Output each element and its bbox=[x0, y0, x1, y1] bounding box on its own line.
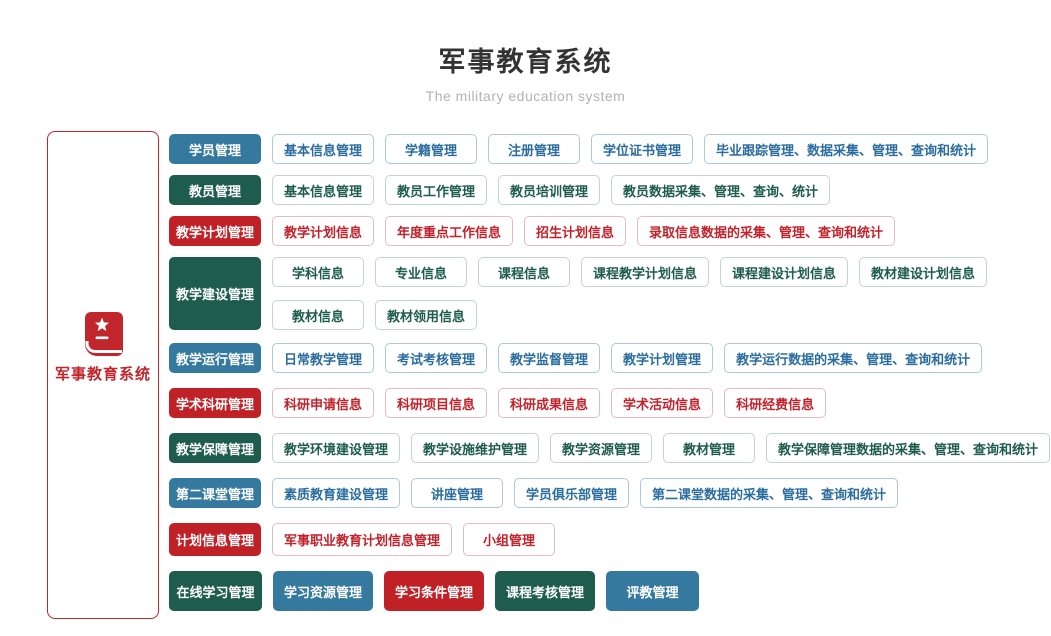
sub-item-button[interactable]: 科研项目信息 bbox=[385, 388, 488, 418]
sub-item-button[interactable]: 教学监督管理 bbox=[498, 343, 601, 373]
sub-item-button[interactable]: 教员培训管理 bbox=[498, 175, 601, 205]
category-button[interactable]: 学员管理 bbox=[169, 134, 261, 164]
sub-item-button[interactable]: 教材信息 bbox=[272, 300, 364, 330]
sub-item-line: 军事职业教育计划信息管理小组管理 bbox=[272, 523, 556, 556]
sub-item-button[interactable]: 教学环境建设管理 bbox=[272, 433, 401, 463]
sub-item-button[interactable]: 课程信息 bbox=[478, 257, 570, 287]
sub-item-button[interactable]: 学科信息 bbox=[272, 257, 364, 287]
sub-item-button[interactable]: 教学计划信息 bbox=[272, 216, 375, 246]
sub-item-button[interactable]: 军事职业教育计划信息管理 bbox=[272, 523, 453, 556]
sub-item-button[interactable]: 教材领用信息 bbox=[375, 300, 478, 330]
category-button[interactable]: 计划信息管理 bbox=[169, 523, 261, 556]
sub-item-button[interactable]: 课程教学计划信息 bbox=[581, 257, 710, 287]
sub-item-lines: 军事职业教育计划信息管理小组管理 bbox=[272, 523, 556, 556]
category-button[interactable]: 教学建设管理 bbox=[169, 257, 261, 330]
sub-item-lines: 素质教育建设管理讲座管理学员俱乐部管理第二课堂数据的采集、管理、查询和统计 bbox=[272, 478, 899, 508]
sub-item-button[interactable]: 教学设施维护管理 bbox=[411, 433, 540, 463]
sub-item-button[interactable]: 教员数据采集、管理、查询、统计 bbox=[611, 175, 831, 205]
root-system-content: 军事教育系统 bbox=[55, 311, 151, 384]
book-star-icon bbox=[81, 311, 125, 357]
module-row-10: 在线学习管理学习资源管理学习条件管理课程考核管理评教管理 bbox=[169, 571, 1050, 611]
sub-item-button[interactable]: 教学计划管理 bbox=[611, 343, 714, 373]
sub-item-line: 日常教学管理考试考核管理教学监督管理教学计划管理教学运行数据的采集、管理、查询和… bbox=[272, 343, 983, 373]
page-title: 军事教育系统 bbox=[438, 47, 613, 77]
sub-item-button[interactable]: 评教管理 bbox=[606, 571, 700, 611]
module-row-1: 学员管理基本信息管理学籍管理注册管理学位证书管理毕业跟踪管理、数据采集、管理、查… bbox=[169, 134, 1050, 164]
sub-item-button[interactable]: 科研成果信息 bbox=[498, 388, 601, 418]
module-row-2: 教员管理基本信息管理教员工作管理教员培训管理教员数据采集、管理、查询、统计 bbox=[169, 175, 1050, 205]
sub-item-button[interactable]: 教学运行数据的采集、管理、查询和统计 bbox=[724, 343, 983, 373]
sub-item-line: 学习资源管理学习条件管理课程考核管理评教管理 bbox=[273, 571, 700, 611]
sub-item-line: 素质教育建设管理讲座管理学员俱乐部管理第二课堂数据的采集、管理、查询和统计 bbox=[272, 478, 899, 508]
root-system-label: 军事教育系统 bbox=[54, 365, 151, 383]
category-button[interactable]: 在线学习管理 bbox=[169, 571, 262, 611]
module-rows: 学员管理基本信息管理学籍管理注册管理学位证书管理毕业跟踪管理、数据采集、管理、查… bbox=[169, 131, 1051, 626]
sub-item-button[interactable]: 基本信息管理 bbox=[272, 175, 375, 205]
category-button[interactable]: 第二课堂管理 bbox=[169, 478, 261, 508]
sub-item-button[interactable]: 科研申请信息 bbox=[272, 388, 375, 418]
category-button[interactable]: 教学保障管理 bbox=[169, 433, 261, 463]
sub-item-button[interactable]: 教材建设计划信息 bbox=[859, 257, 988, 287]
sub-item-button[interactable]: 专业信息 bbox=[375, 257, 467, 287]
sub-item-button[interactable]: 讲座管理 bbox=[411, 478, 504, 508]
sub-item-button[interactable]: 教员工作管理 bbox=[385, 175, 488, 205]
sub-item-button[interactable]: 课程建设计划信息 bbox=[720, 257, 849, 287]
sub-item-lines: 基本信息管理学籍管理注册管理学位证书管理毕业跟踪管理、数据采集、管理、查询和统计 bbox=[272, 134, 989, 164]
sub-item-button[interactable]: 毕业跟踪管理、数据采集、管理、查询和统计 bbox=[704, 134, 989, 164]
sub-item-button[interactable]: 小组管理 bbox=[463, 523, 556, 556]
sub-item-line: 科研申请信息科研项目信息科研成果信息学术活动信息科研经费信息 bbox=[272, 388, 827, 418]
sub-item-lines: 日常教学管理考试考核管理教学监督管理教学计划管理教学运行数据的采集、管理、查询和… bbox=[272, 343, 983, 373]
page-subtitle: The military education system bbox=[425, 88, 626, 104]
module-row-5: 教学运行管理日常教学管理考试考核管理教学监督管理教学计划管理教学运行数据的采集、… bbox=[169, 343, 1050, 373]
module-row-6: 学术科研管理科研申请信息科研项目信息科研成果信息学术活动信息科研经费信息 bbox=[169, 388, 1050, 418]
sub-item-lines: 学习资源管理学习条件管理课程考核管理评教管理 bbox=[273, 571, 700, 611]
sub-item-button[interactable]: 注册管理 bbox=[488, 134, 581, 164]
module-row-4: 教学建设管理学科信息专业信息课程信息课程教学计划信息课程建设计划信息教材建设计划… bbox=[169, 257, 1050, 330]
sub-item-line: 教学环境建设管理教学设施维护管理教学资源管理教材管理教学保障管理数据的采集、管理… bbox=[272, 433, 1051, 463]
module-row-3: 教学计划管理教学计划信息年度重点工作信息招生计划信息录取信息数据的采集、管理、查… bbox=[169, 216, 1050, 246]
main-area: 军事教育系统 学员管理基本信息管理学籍管理注册管理学位证书管理毕业跟踪管理、数据… bbox=[0, 131, 1051, 626]
sub-item-button[interactable]: 学习资源管理 bbox=[273, 571, 374, 611]
category-button[interactable]: 教学运行管理 bbox=[169, 343, 261, 373]
page-header: 军事教育系统 The military education system bbox=[0, 0, 1051, 104]
sub-item-line: 教材信息教材领用信息 bbox=[272, 300, 987, 330]
sub-item-button[interactable]: 教材管理 bbox=[663, 433, 756, 463]
sub-item-button[interactable]: 录取信息数据的采集、管理、查询和统计 bbox=[637, 216, 896, 246]
module-row-7: 教学保障管理教学环境建设管理教学设施维护管理教学资源管理教材管理教学保障管理数据… bbox=[169, 433, 1051, 463]
sub-item-button[interactable]: 年度重点工作信息 bbox=[385, 216, 514, 246]
module-row-8: 第二课堂管理素质教育建设管理讲座管理学员俱乐部管理第二课堂数据的采集、管理、查询… bbox=[169, 478, 1050, 508]
sub-item-button[interactable]: 素质教育建设管理 bbox=[272, 478, 401, 508]
category-button[interactable]: 教学计划管理 bbox=[169, 216, 261, 246]
sub-item-line: 基本信息管理教员工作管理教员培训管理教员数据采集、管理、查询、统计 bbox=[272, 175, 831, 205]
sub-item-button[interactable]: 学术活动信息 bbox=[611, 388, 714, 418]
sub-item-button[interactable]: 学员俱乐部管理 bbox=[514, 478, 630, 508]
sub-item-lines: 教学环境建设管理教学设施维护管理教学资源管理教材管理教学保障管理数据的采集、管理… bbox=[272, 433, 1051, 463]
sub-item-button[interactable]: 第二课堂数据的采集、管理、查询和统计 bbox=[640, 478, 899, 508]
sub-item-button[interactable]: 科研经费信息 bbox=[724, 388, 827, 418]
sub-item-button[interactable]: 学习条件管理 bbox=[384, 571, 485, 611]
sub-item-lines: 学科信息专业信息课程信息课程教学计划信息课程建设计划信息教材建设计划信息教材信息… bbox=[272, 257, 988, 330]
root-system-panel: 军事教育系统 bbox=[47, 131, 159, 619]
sub-item-button[interactable]: 教学资源管理 bbox=[550, 433, 653, 463]
category-button[interactable]: 教员管理 bbox=[169, 175, 261, 205]
sub-item-lines: 基本信息管理教员工作管理教员培训管理教员数据采集、管理、查询、统计 bbox=[272, 175, 831, 205]
sub-item-button[interactable]: 课程考核管理 bbox=[495, 571, 596, 611]
sub-item-button[interactable]: 日常教学管理 bbox=[272, 343, 375, 373]
sub-item-line: 教学计划信息年度重点工作信息招生计划信息录取信息数据的采集、管理、查询和统计 bbox=[272, 216, 896, 246]
sub-item-button[interactable]: 教学保障管理数据的采集、管理、查询和统计 bbox=[766, 433, 1051, 463]
sub-item-lines: 科研申请信息科研项目信息科研成果信息学术活动信息科研经费信息 bbox=[272, 388, 827, 418]
category-button[interactable]: 学术科研管理 bbox=[169, 388, 261, 418]
sub-item-button[interactable]: 学位证书管理 bbox=[591, 134, 694, 164]
sub-item-button[interactable]: 学籍管理 bbox=[385, 134, 478, 164]
sub-item-button[interactable]: 招生计划信息 bbox=[524, 216, 627, 246]
sub-item-button[interactable]: 基本信息管理 bbox=[272, 134, 375, 164]
sub-item-line: 基本信息管理学籍管理注册管理学位证书管理毕业跟踪管理、数据采集、管理、查询和统计 bbox=[272, 134, 989, 164]
sub-item-button[interactable]: 考试考核管理 bbox=[385, 343, 488, 373]
sub-item-line: 学科信息专业信息课程信息课程教学计划信息课程建设计划信息教材建设计划信息 bbox=[272, 257, 988, 287]
sub-item-lines: 教学计划信息年度重点工作信息招生计划信息录取信息数据的采集、管理、查询和统计 bbox=[272, 216, 896, 246]
module-row-9: 计划信息管理军事职业教育计划信息管理小组管理 bbox=[169, 523, 1050, 556]
